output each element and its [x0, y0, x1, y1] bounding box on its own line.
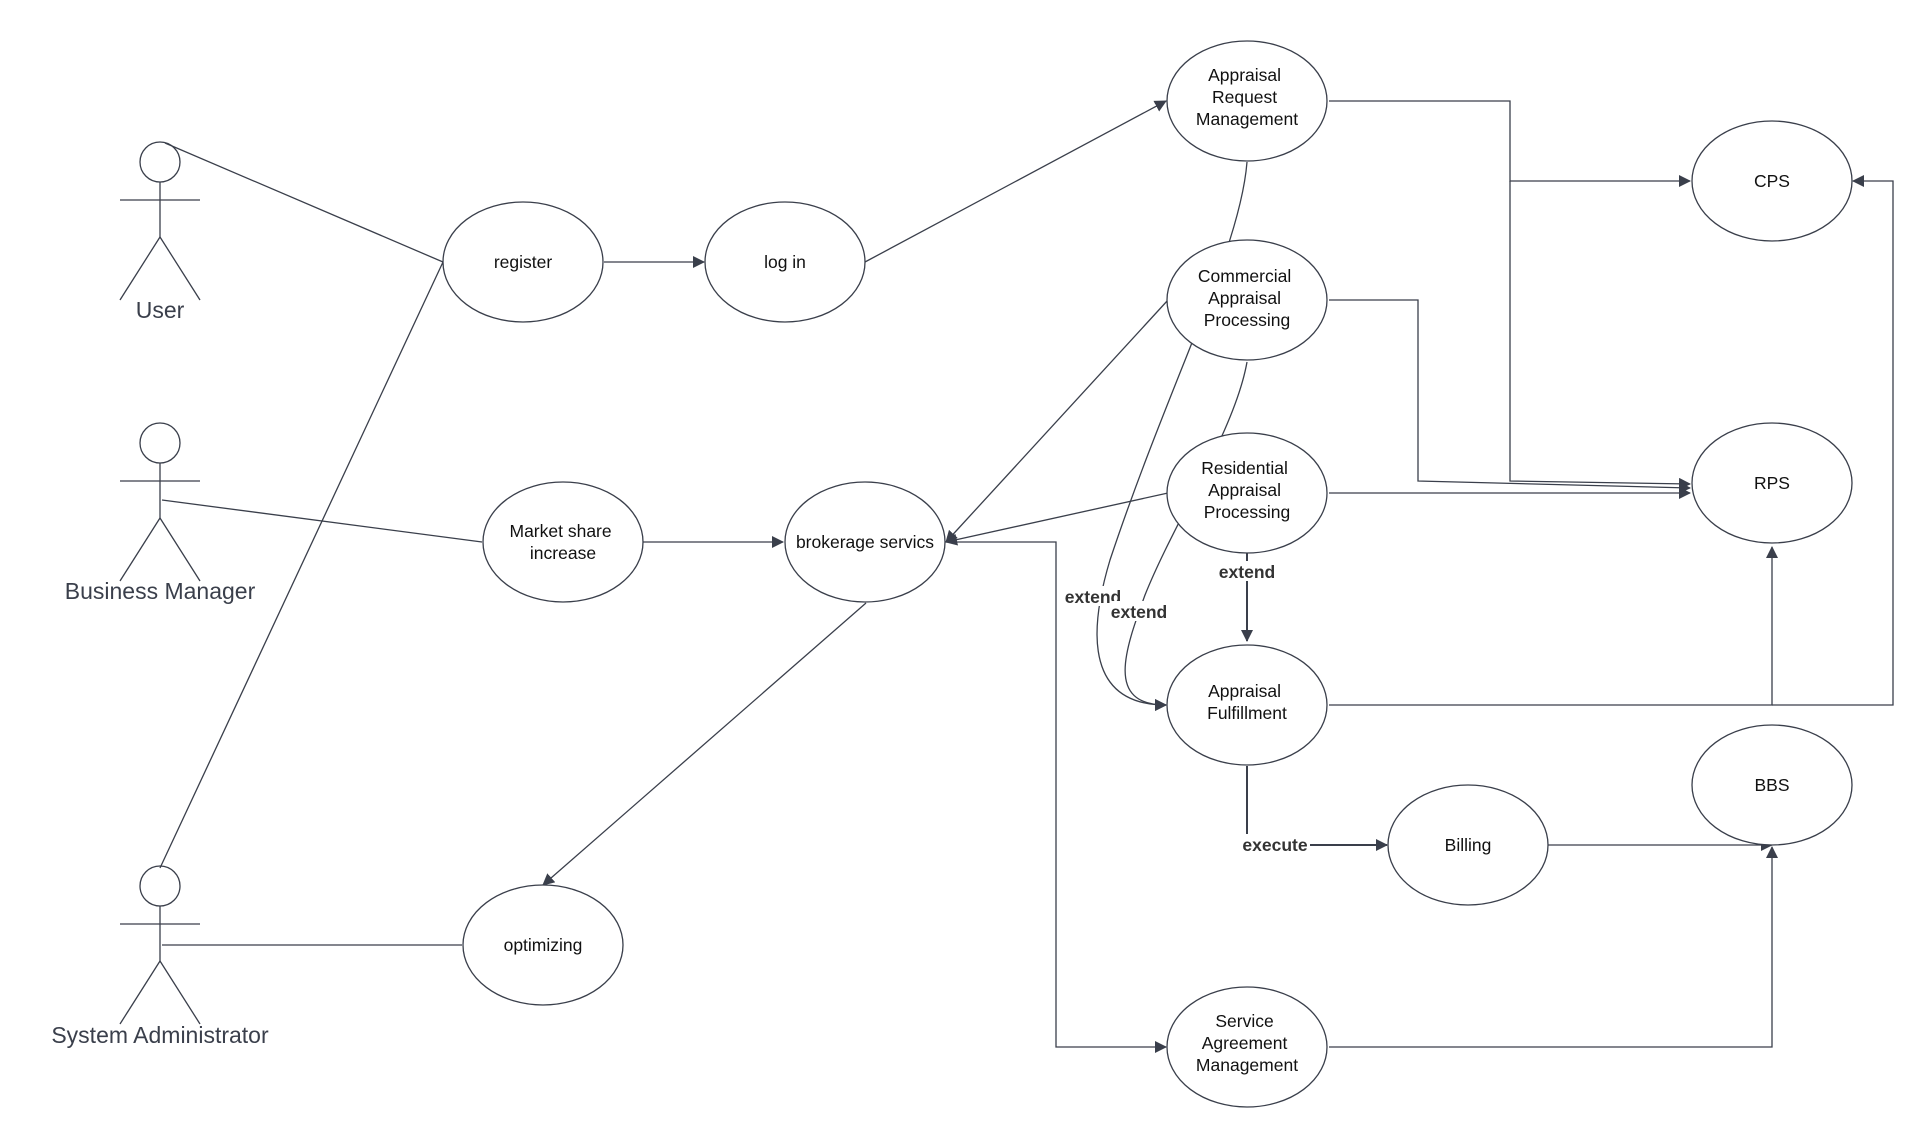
- svg-text:Billing: Billing: [1445, 835, 1492, 855]
- login-label: log in: [764, 252, 806, 272]
- edge-manager-market-share: [161, 499, 483, 543]
- svg-text:optimizing: optimizing: [504, 935, 583, 955]
- business-manager-head-icon: [139, 422, 181, 464]
- svg-text:RPS: RPS: [1754, 473, 1790, 493]
- commercial-appraisal-label-line2: Appraisal: [1208, 288, 1281, 308]
- residential-appraisal-label-line3: Processing: [1204, 502, 1291, 522]
- svg-text:brokerage servics: brokerage servics: [796, 532, 934, 552]
- svg-text:register: register: [494, 252, 553, 272]
- market-share-label-line1: Market share: [510, 521, 612, 541]
- svg-text:Appraisal Request: Appraisal Request Management: [1196, 65, 1298, 129]
- market-share-label-line2: increase: [530, 543, 596, 563]
- appraisal-request-label-line2: Request: [1212, 87, 1277, 107]
- execute-label: execute: [1242, 835, 1307, 855]
- use-case-register[interactable]: register: [442, 201, 604, 323]
- extend-label-residential: extend: [1219, 562, 1275, 582]
- svg-text:Residential Appraisal: Residential Appraisal Processing: [1201, 458, 1292, 522]
- residential-appraisal-label-line1: Residential: [1201, 458, 1288, 478]
- svg-text:BBS: BBS: [1754, 775, 1789, 795]
- svg-text:Service Agreement: Service Agreement Management: [1196, 1011, 1298, 1075]
- extend-label-commercial: extend: [1111, 602, 1167, 622]
- svg-text:CPS: CPS: [1754, 171, 1790, 191]
- edge-admin-register: [159, 261, 444, 869]
- commercial-appraisal-label-line1: Commercial: [1198, 266, 1291, 286]
- optimizing-label: optimizing: [504, 935, 583, 955]
- appraisal-fulfillment-label-line1: Appraisal: [1208, 681, 1281, 701]
- edge-login-appraisal-request: [864, 100, 1167, 263]
- actor-business-manager[interactable]: Business Manager: [65, 422, 256, 604]
- edge-brokerage-service-agreement: [946, 541, 1167, 1053]
- use-case-appraisal-request[interactable]: Appraisal Request Management: [1166, 40, 1328, 162]
- actor-user[interactable]: User: [119, 141, 201, 323]
- edge-service-agreement-bbs: [1329, 846, 1778, 1048]
- edge-commercial-brokerage: [945, 299, 1169, 543]
- use-case-optimizing[interactable]: optimizing: [462, 884, 624, 1006]
- extend-label-request: extend: [1065, 587, 1121, 607]
- use-case-brokerage[interactable]: brokerage servics: [784, 481, 946, 603]
- use-case-commercial-appraisal[interactable]: Commercial Appraisal Processing: [1166, 239, 1328, 361]
- billing-label: Billing: [1445, 835, 1492, 855]
- edge-fulfillment-cps: [1772, 175, 1894, 706]
- svg-text:Commercial Appraisal: Commercial Appraisal Processing: [1198, 266, 1296, 330]
- edge-labels: extend extend extend execute: [1064, 561, 1310, 855]
- svg-text:log in: log in: [764, 252, 806, 272]
- use-case-service-agreement[interactable]: Service Agreement Management: [1166, 986, 1328, 1108]
- svg-text:Market share increase: Market share increase: [510, 521, 617, 563]
- edges: [159, 100, 1894, 1053]
- use-case-rps[interactable]: RPS: [1691, 422, 1853, 544]
- service-agreement-label-line1: Service: [1215, 1011, 1273, 1031]
- service-agreement-label-line2: Agreement: [1202, 1033, 1288, 1053]
- use-case-residential-appraisal[interactable]: Residential Appraisal Processing: [1166, 432, 1328, 554]
- service-agreement-label-line3: Management: [1196, 1055, 1298, 1075]
- rps-label: RPS: [1754, 473, 1790, 493]
- residential-appraisal-label-line2: Appraisal: [1208, 480, 1281, 500]
- use-case-market-share[interactable]: Market share increase: [482, 481, 644, 603]
- commercial-appraisal-label-line3: Processing: [1204, 310, 1291, 330]
- edge-residential-brokerage: [945, 492, 1169, 546]
- actor-system-administrator[interactable]: System Administrator: [51, 865, 269, 1048]
- svg-text:Appraisal Fulfillment: Appraisal Fulfillment: [1207, 681, 1287, 723]
- bbs-label: BBS: [1754, 775, 1789, 795]
- use-case-cps[interactable]: CPS: [1691, 120, 1853, 242]
- system-administrator-head-icon: [139, 865, 181, 907]
- edge-fulfillment-rps: [1329, 546, 1778, 706]
- edge-appraisal-request-rps: [1509, 181, 1691, 490]
- use-case-bbs[interactable]: BBS: [1691, 724, 1853, 846]
- edge-commercial-rps: [1329, 299, 1691, 494]
- actor-user-label: User: [136, 297, 185, 323]
- edge-user-register: [164, 142, 444, 263]
- use-case-billing[interactable]: Billing: [1387, 784, 1549, 906]
- edge-execute-fulfillment-billing: [1246, 766, 1388, 851]
- register-label: register: [494, 252, 553, 272]
- edge-brokerage-optimizing: [542, 602, 867, 886]
- edge-appraisal-request-cps: [1329, 100, 1691, 187]
- cps-label: CPS: [1754, 171, 1790, 191]
- appraisal-request-label-line1: Appraisal: [1208, 65, 1281, 85]
- appraisal-fulfillment-label-line2: Fulfillment: [1207, 703, 1287, 723]
- actor-business-manager-label: Business Manager: [65, 578, 256, 604]
- actor-system-administrator-label: System Administrator: [51, 1022, 269, 1048]
- brokerage-label: brokerage servics: [796, 532, 934, 552]
- edge-extend-commercial-fulfillment: [1124, 361, 1248, 711]
- use-case-appraisal-fulfillment[interactable]: Appraisal Fulfillment: [1166, 644, 1328, 766]
- user-head-icon: [139, 141, 181, 183]
- use-case-login[interactable]: log in: [704, 201, 866, 323]
- appraisal-request-label-line3: Management: [1196, 109, 1298, 129]
